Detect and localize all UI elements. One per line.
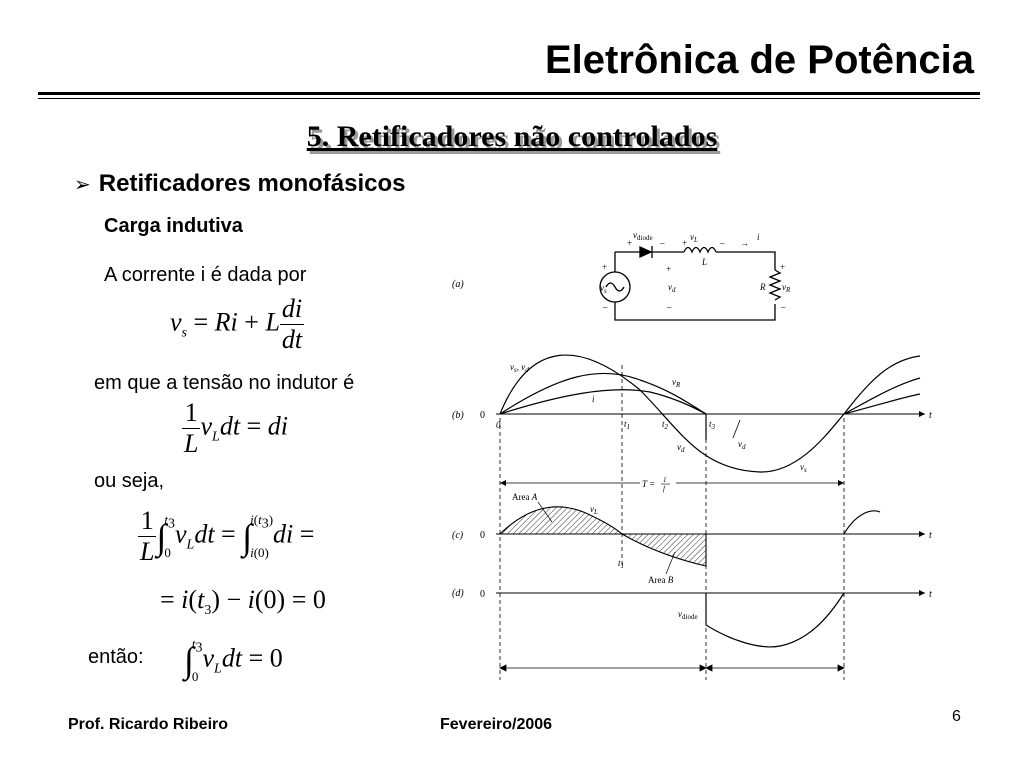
bullet-text: Retificadores monofásicos bbox=[98, 170, 406, 197]
inductor-symbol bbox=[683, 246, 717, 254]
svg-text:–: – bbox=[602, 302, 608, 312]
equation-result: = i(t3) − i(0) = 0 bbox=[160, 585, 326, 619]
svg-text:–: – bbox=[659, 238, 665, 248]
svg-text:i: i bbox=[592, 394, 595, 404]
label-i: i bbox=[757, 232, 760, 242]
header-rule-thick bbox=[38, 92, 980, 95]
svg-text:T =: T = bbox=[642, 479, 655, 489]
vR-curve bbox=[499, 372, 921, 415]
svg-text:vd: vd bbox=[677, 442, 685, 454]
svg-text:t1: t1 bbox=[618, 558, 624, 570]
label-L: L bbox=[701, 257, 707, 267]
text-ou-seja: ou seja, bbox=[94, 470, 165, 492]
waveform-d: 0 t vdiode bbox=[480, 589, 932, 648]
svg-text:t: t bbox=[929, 410, 932, 421]
subheading: Carga indutiva bbox=[104, 215, 243, 237]
panel-label-a: (a) bbox=[452, 279, 464, 290]
svg-text:t3: t3 bbox=[709, 419, 716, 431]
i-curve bbox=[499, 389, 921, 415]
circuit-diagram bbox=[599, 245, 782, 321]
svg-text:–: – bbox=[780, 302, 786, 312]
svg-text:→: → bbox=[740, 238, 749, 248]
diode-symbol bbox=[639, 245, 653, 259]
svg-text:0: 0 bbox=[496, 420, 501, 430]
text-current: A corrente i é dada por bbox=[104, 264, 307, 286]
time-guides bbox=[499, 365, 845, 680]
svg-text:+: + bbox=[682, 238, 687, 248]
svg-text:f: f bbox=[663, 485, 666, 493]
ac-source-symbol bbox=[599, 271, 631, 303]
svg-text:+: + bbox=[666, 264, 671, 274]
svg-text:+: + bbox=[602, 262, 607, 272]
footer-author: Prof. Ricardo Ribeiro bbox=[68, 716, 229, 733]
label-area-b: Area B bbox=[648, 575, 674, 585]
svg-text:vL: vL bbox=[590, 504, 598, 516]
header-rule-thin bbox=[38, 98, 980, 99]
svg-text:t: t bbox=[929, 589, 932, 600]
svg-text:1: 1 bbox=[663, 476, 667, 484]
footer-date: Fevereiro/2006 bbox=[440, 716, 553, 733]
label-area-a: Area A bbox=[512, 492, 538, 502]
svg-text:vR: vR bbox=[672, 377, 681, 389]
svg-text:0: 0 bbox=[480, 589, 485, 600]
label-vd: vd bbox=[668, 282, 676, 294]
text-inductor: em que a tensão no indutor é bbox=[94, 372, 355, 394]
svg-text:0: 0 bbox=[480, 410, 485, 421]
label-vdiode: vdiode bbox=[633, 230, 653, 242]
svg-text:vs: vs bbox=[800, 462, 807, 474]
vdiode-curve bbox=[705, 592, 845, 648]
svg-text:t1: t1 bbox=[624, 419, 630, 431]
arrow-bullet-icon: ➢ bbox=[74, 172, 91, 196]
period-marker: T = 1 f bbox=[500, 474, 844, 493]
svg-text:t2: t2 bbox=[662, 419, 669, 431]
area-b bbox=[619, 533, 707, 567]
svg-text:vdiode: vdiode bbox=[678, 609, 698, 621]
label-vR: vR bbox=[782, 282, 791, 294]
rectifier-figure: (a) (b) (c) (d) vdiode vL L i vs vd R vR… bbox=[452, 230, 932, 680]
area-a bbox=[498, 506, 624, 535]
vs-curve bbox=[499, 354, 921, 473]
course-title: Eletrônica de Potência bbox=[544, 38, 974, 82]
waveform-b: 0 t vs, vd vR i 0 t1 t2 t3 vd vd vs bbox=[480, 354, 932, 474]
svg-text:–: – bbox=[666, 302, 672, 312]
waveform-c: 0 t Area A vL t1 Area B bbox=[480, 492, 932, 585]
section-title: 5. Retificadores não controlados bbox=[306, 120, 718, 153]
label-R: R bbox=[759, 282, 766, 292]
svg-text:vs, vd: vs, vd bbox=[510, 362, 529, 374]
label-vL: vL bbox=[690, 232, 698, 244]
bullet-heading: ➢ Retificadores monofásicos bbox=[74, 170, 406, 198]
resistor-symbol bbox=[768, 269, 782, 301]
panel-label-b: (b) bbox=[452, 410, 464, 421]
panel-label-d: (d) bbox=[452, 588, 464, 599]
svg-text:+: + bbox=[780, 262, 785, 272]
svg-text:0: 0 bbox=[480, 530, 485, 541]
panel-label-c: (c) bbox=[452, 530, 464, 541]
svg-text:vd: vd bbox=[738, 439, 746, 451]
svg-text:–: – bbox=[719, 238, 725, 248]
page-number: 6 bbox=[952, 708, 961, 725]
svg-text:+: + bbox=[627, 238, 632, 248]
svg-text:t: t bbox=[929, 530, 932, 541]
text-entao: então: bbox=[88, 646, 144, 668]
label-vs: vs bbox=[600, 283, 607, 295]
interval-markers bbox=[499, 664, 845, 672]
